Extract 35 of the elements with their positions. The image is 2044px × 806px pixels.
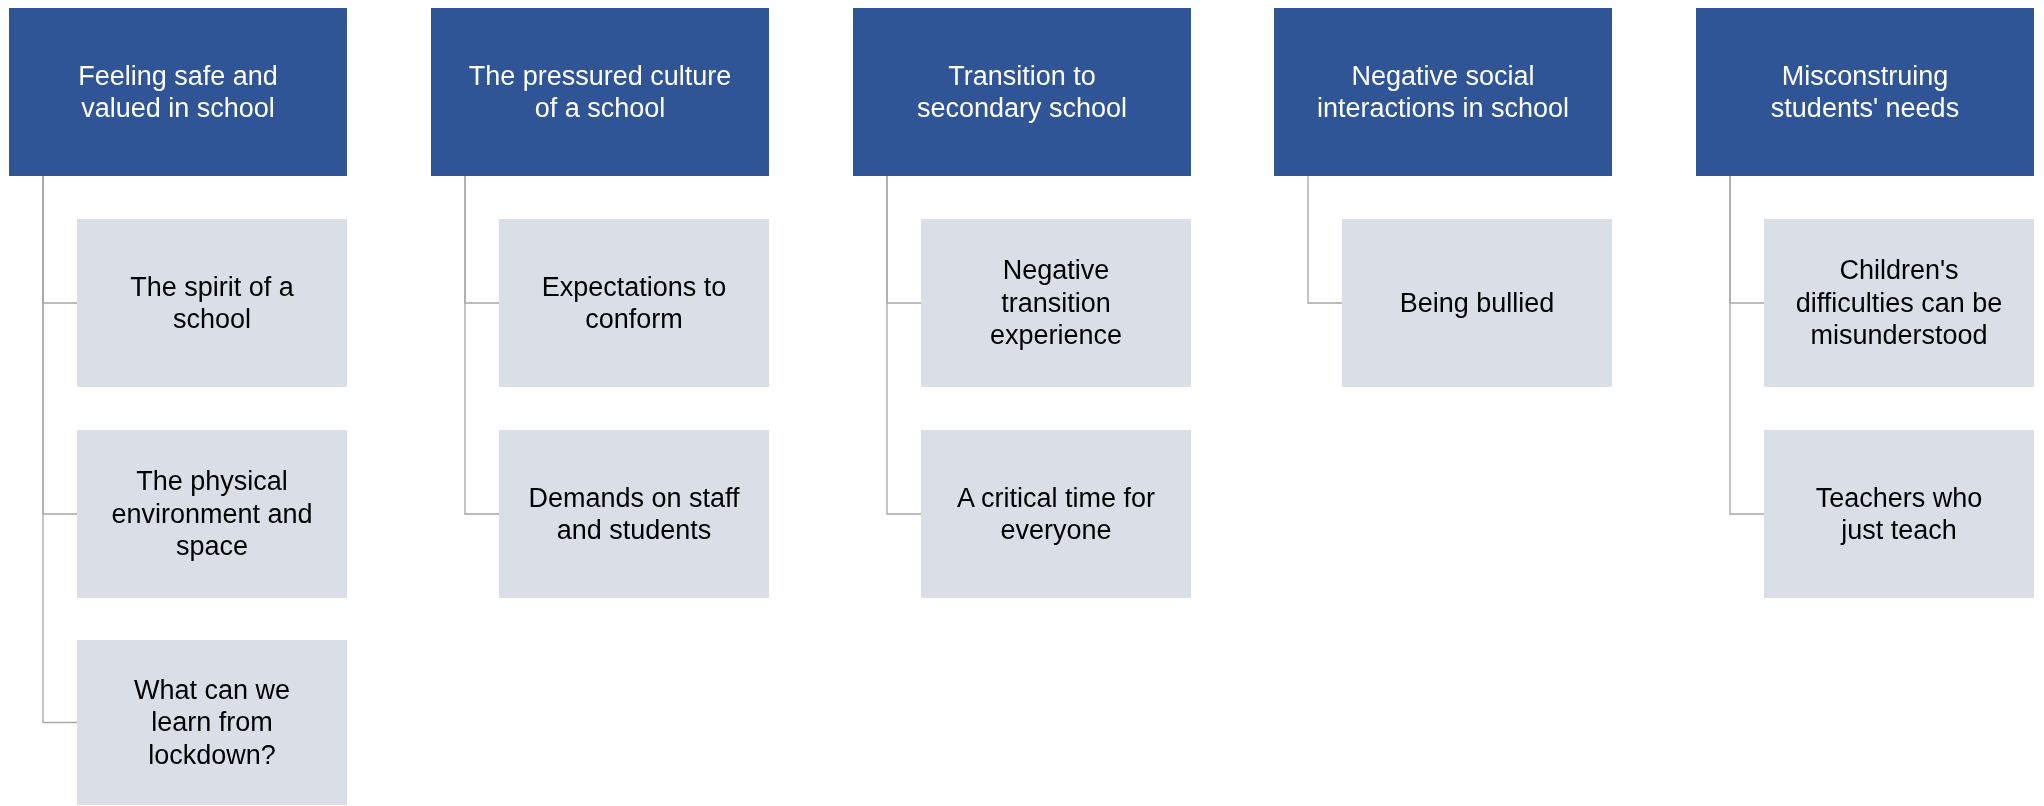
subtheme-box <box>1764 219 2034 387</box>
theme-box <box>853 8 1191 176</box>
theme-label: Negative social interactions in school <box>1315 59 1571 125</box>
connector-line <box>886 175 922 515</box>
subtheme-label: The physical environment and space <box>110 465 314 563</box>
subtheme-label: The spirit of a school <box>129 270 295 336</box>
subtheme-label: Demands on staff and students <box>527 481 741 547</box>
connector-line <box>1729 175 1765 515</box>
subtheme-label: What can we learn from lockdown? <box>132 673 292 772</box>
subtheme-box <box>921 430 1191 598</box>
subtheme-label: Children's difficulties can be misunderstood <box>1794 254 2004 352</box>
theme-label: Feeling safe and valued in school <box>77 59 279 125</box>
subtheme-label: Being bullied <box>1399 286 1555 320</box>
subtheme-box <box>921 219 1191 387</box>
subtheme-label: Negative transition experience <box>988 254 1124 352</box>
theme-box <box>431 8 769 176</box>
subtheme-box <box>77 219 347 387</box>
subtheme-box <box>77 430 347 598</box>
theme-box <box>1696 8 2034 176</box>
theme-box <box>1274 8 1612 176</box>
connector-line <box>464 175 500 515</box>
subtheme-box <box>1764 430 2034 598</box>
subtheme-label: Teachers who just teach <box>1814 481 1984 547</box>
theme-label: The pressured culture of a school <box>467 59 733 125</box>
subtheme-box <box>77 640 347 805</box>
subtheme-box <box>499 219 769 387</box>
subtheme-box <box>499 430 769 598</box>
connector-line <box>1307 175 1343 304</box>
theme-box <box>9 8 347 176</box>
subtheme-label: Expectations to conform <box>540 270 728 336</box>
theme-label: Transition to secondary school <box>915 59 1129 125</box>
subtheme-label: A critical time for everyone <box>955 481 1156 547</box>
connector-line <box>42 175 78 724</box>
theme-label: Misconstruing students' needs <box>1769 59 1961 125</box>
subtheme-box <box>1342 219 1612 387</box>
